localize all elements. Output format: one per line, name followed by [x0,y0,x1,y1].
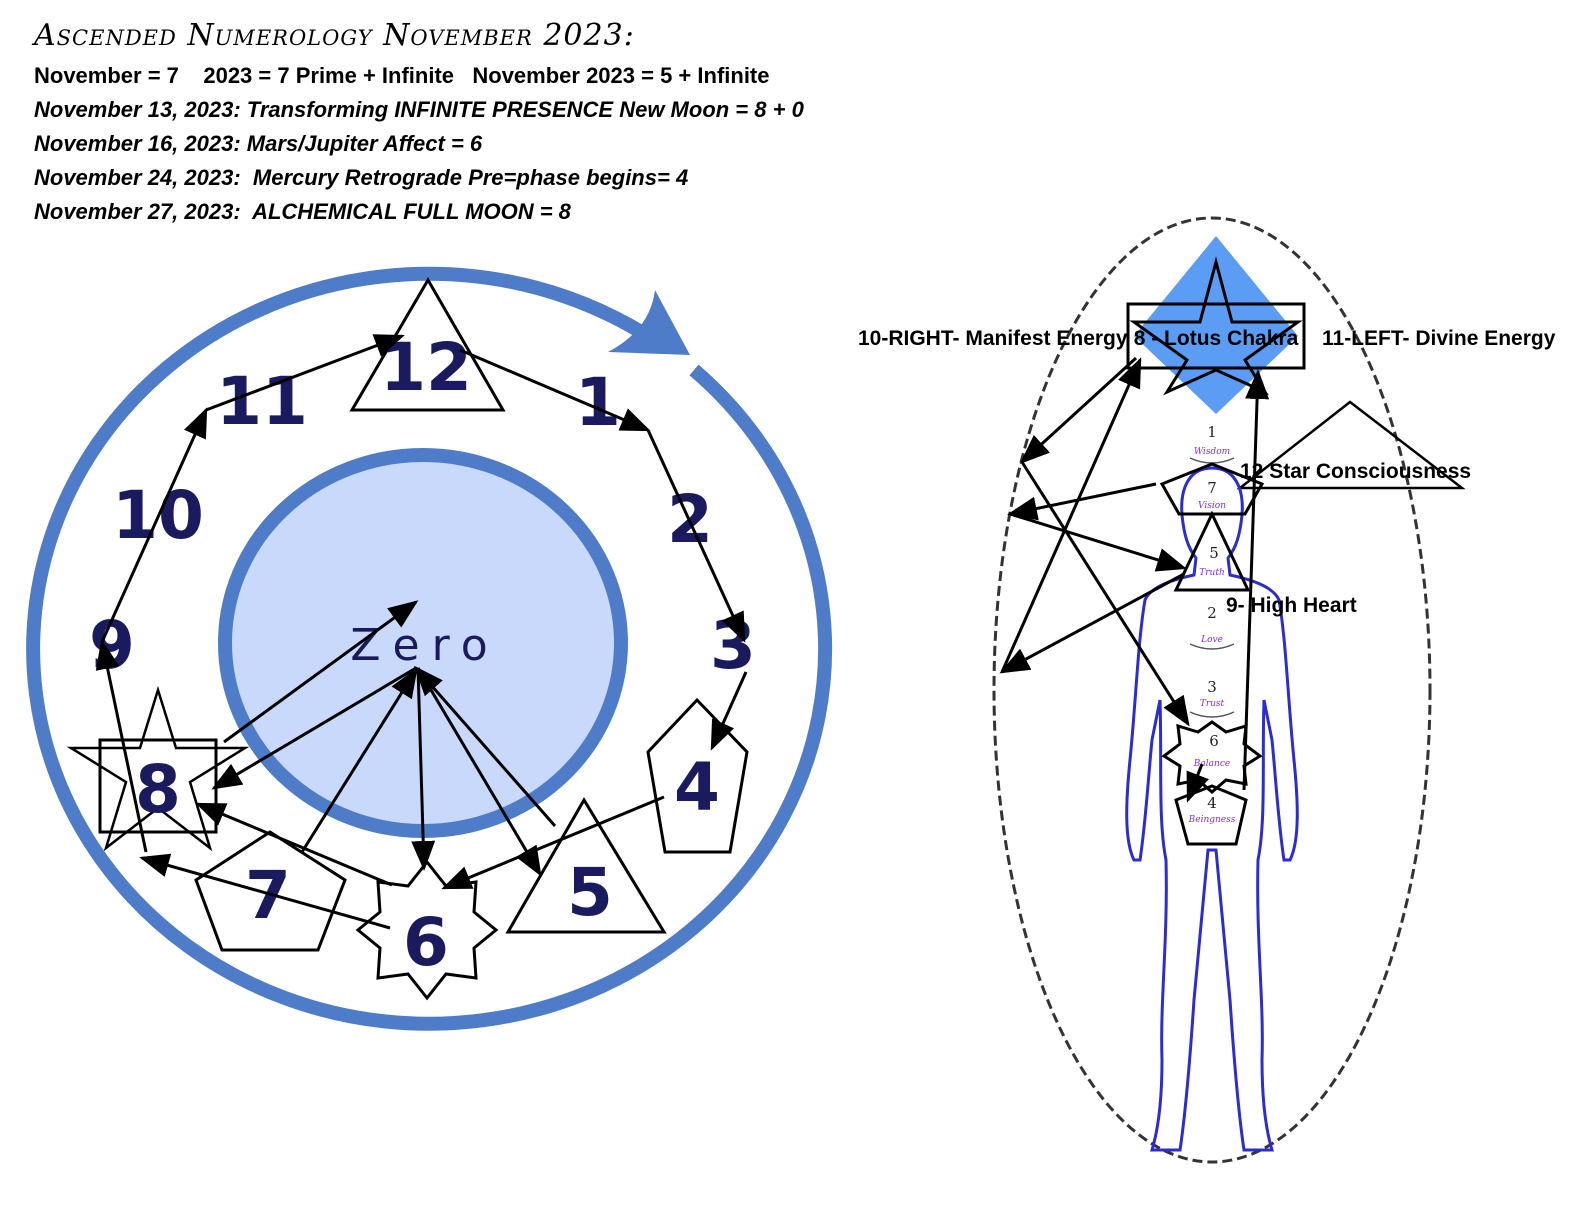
chakra-num-7: 7 [1207,479,1217,497]
triangle-5 [505,797,667,934]
wheel-number-7: 7 [245,857,291,934]
lotus-box [1126,302,1306,370]
chakra-num-5: 5 [1209,544,1219,562]
header-line-4: November 24, 2023: Mercury Retrograde Pr… [34,165,689,190]
star-6 [355,859,499,1001]
chakra-num-2: 2 [1207,604,1217,622]
chakra-num-3: 3 [1207,678,1217,696]
outer-ring [26,266,833,1031]
chakra-word-beingness: Beingness [1188,815,1236,825]
header-line-2: November 13, 2023: Transforming INFINITE… [34,97,804,122]
chakra-num-4: 4 [1207,794,1217,812]
header-line-5: November 27, 2023: ALCHEMICAL FULL MOON … [34,199,571,224]
chakra-word-balance: Balance [1193,759,1230,769]
chakra-word-vision: Vision [1198,501,1226,511]
label-right-manifest-energy: 10-RIGHT- Manifest Energy [858,327,1128,350]
aura-ellipse [992,216,1432,1164]
header-line-3: November 16, 2023: Mars/Jupiter Affect =… [34,131,483,156]
pentagon-4 [646,697,749,854]
chakra-word-truth: Truth [1199,568,1225,578]
label-high-heart: 9- High Heart [1226,594,1357,617]
page-title: Ascended Numerology November 2023: [34,18,635,53]
zero-label: Zero [350,620,499,671]
wheel-number-5: 5 [567,854,613,931]
chakra-word-wisdom: Wisdom [1194,447,1230,457]
wheel-number-4: 4 [674,749,720,826]
chakra-word-love: Love [1200,635,1223,645]
human-body-outline [1125,466,1299,1152]
wheel-arrows [95,334,748,930]
body-chakra-diagram: 1 Wisdom 7 Vision 5 Truth 2 Love 3 Trust… [858,216,1556,1164]
label-left-divine-energy: 11-LEFT- Divine Energy [1322,327,1556,350]
wheel-number-8: 8 [135,751,181,828]
lotus-star [1129,256,1303,396]
label-star-consciousness: 12 Star Consciousness [1240,460,1471,483]
pentagon-4-body [1174,784,1248,846]
chakra-num-6: 6 [1209,732,1219,750]
header-line-1: November = 7 2023 = 7 Prime + Infinite N… [34,63,770,88]
numerology-wheel: Zero 12 1 2 3 4 5 6 7 8 9 10 11 [26,266,833,1031]
star-8 [66,685,250,852]
wheel-number-6: 6 [403,904,449,981]
label-lotus-chakra: 8 - Lotus Chakra [1134,327,1299,350]
triangle-5-body [1173,510,1251,592]
chakra-column: 1 Wisdom 7 Vision 5 Truth 2 Love 3 Trust… [1159,423,1265,846]
chakra-word-trust: Trust [1200,699,1225,709]
pentagon-7 [194,830,347,952]
star-consciousness-triangle [1236,400,1466,490]
chakra-num-1: 1 [1207,423,1217,441]
ring-arrowhead-icon [608,290,690,355]
body-arrows [999,356,1270,803]
